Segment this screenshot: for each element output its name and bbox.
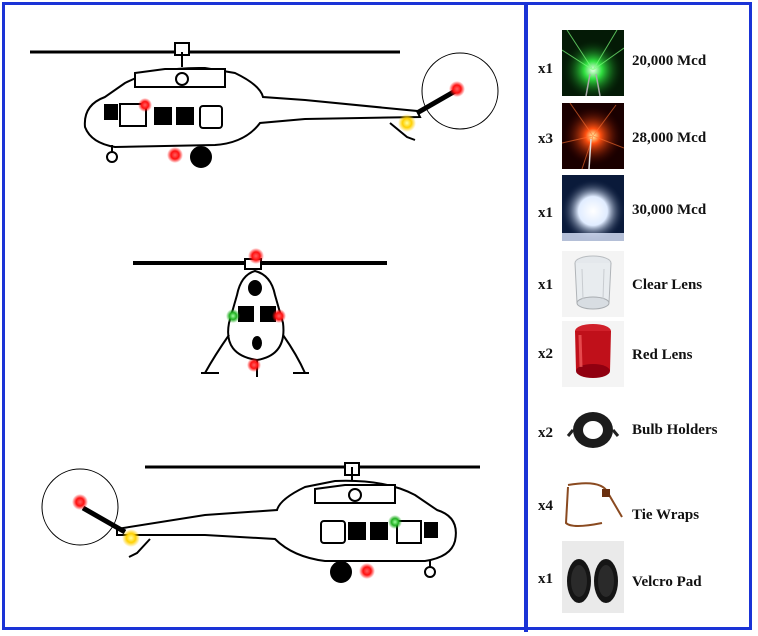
- side-green-light: [388, 515, 402, 529]
- top-red-light: [248, 248, 264, 264]
- helicopter-front-view: [133, 258, 387, 377]
- item-label: Bulb Holders: [632, 422, 718, 438]
- parts-list: x1 20,000 Mcd x3 28,000 Mcd: [528, 5, 750, 629]
- clear-lens-image: [562, 251, 624, 317]
- quantity-label: x1: [538, 277, 553, 293]
- rotor-tip-red-light-2: [72, 494, 88, 510]
- helicopter-diagrams: [5, 5, 524, 629]
- list-item: x2 Red Lens: [528, 321, 750, 387]
- item-label: Red Lens: [632, 347, 693, 363]
- velcro-pad-image: [562, 541, 624, 613]
- red-led-image: [562, 103, 624, 169]
- rotor-tip-red-light: [449, 81, 465, 97]
- list-item: x1 30,000 Mcd: [528, 175, 750, 241]
- tail-yellow-light-2: [122, 529, 140, 547]
- list-item: x4 Tie Wraps: [528, 471, 750, 537]
- belly-red-light: [167, 147, 183, 163]
- tie-wrap-image: [562, 471, 624, 537]
- side-red-light: [138, 98, 152, 112]
- item-label: Velcro Pad: [632, 574, 702, 590]
- belly-red-light-2: [359, 563, 375, 579]
- green-led-image: [562, 30, 624, 96]
- list-item: x2 Bulb Holders: [528, 396, 750, 462]
- quantity-label: x2: [538, 425, 553, 441]
- item-label: 30,000 Mcd: [632, 202, 707, 218]
- quantity-label: x3: [538, 131, 553, 147]
- outer-frame: [2, 2, 752, 630]
- item-label: 20,000 Mcd: [632, 53, 707, 69]
- list-item: x3 28,000 Mcd: [528, 103, 750, 169]
- bottom-red-light: [247, 358, 261, 372]
- quantity-label: x2: [538, 346, 553, 362]
- item-label: 28,000 Mcd: [632, 130, 707, 146]
- helicopter-side-view-right: [41, 462, 480, 583]
- quantity-label: x1: [538, 571, 553, 587]
- item-label: Clear Lens: [632, 277, 703, 293]
- quantity-label: x1: [538, 205, 553, 221]
- white-led-image: [562, 175, 624, 241]
- helicopter-diagram-svg: [30, 42, 499, 583]
- list-item: x1 20,000 Mcd: [528, 30, 750, 96]
- item-label: Tie Wraps: [632, 507, 700, 523]
- helicopter-side-view-left: [30, 42, 499, 168]
- panel-divider: [524, 2, 528, 632]
- list-item: x1 Clear Lens: [528, 251, 750, 317]
- quantity-label: x4: [538, 498, 553, 514]
- bulb-holder-image: [562, 396, 624, 462]
- right-red-light: [272, 309, 286, 323]
- quantity-label: x1: [538, 61, 553, 77]
- tail-yellow-light: [398, 114, 416, 132]
- list-item: x1 Velcro Pad: [528, 541, 750, 613]
- left-green-light: [226, 309, 240, 323]
- red-lens-image: [562, 321, 624, 387]
